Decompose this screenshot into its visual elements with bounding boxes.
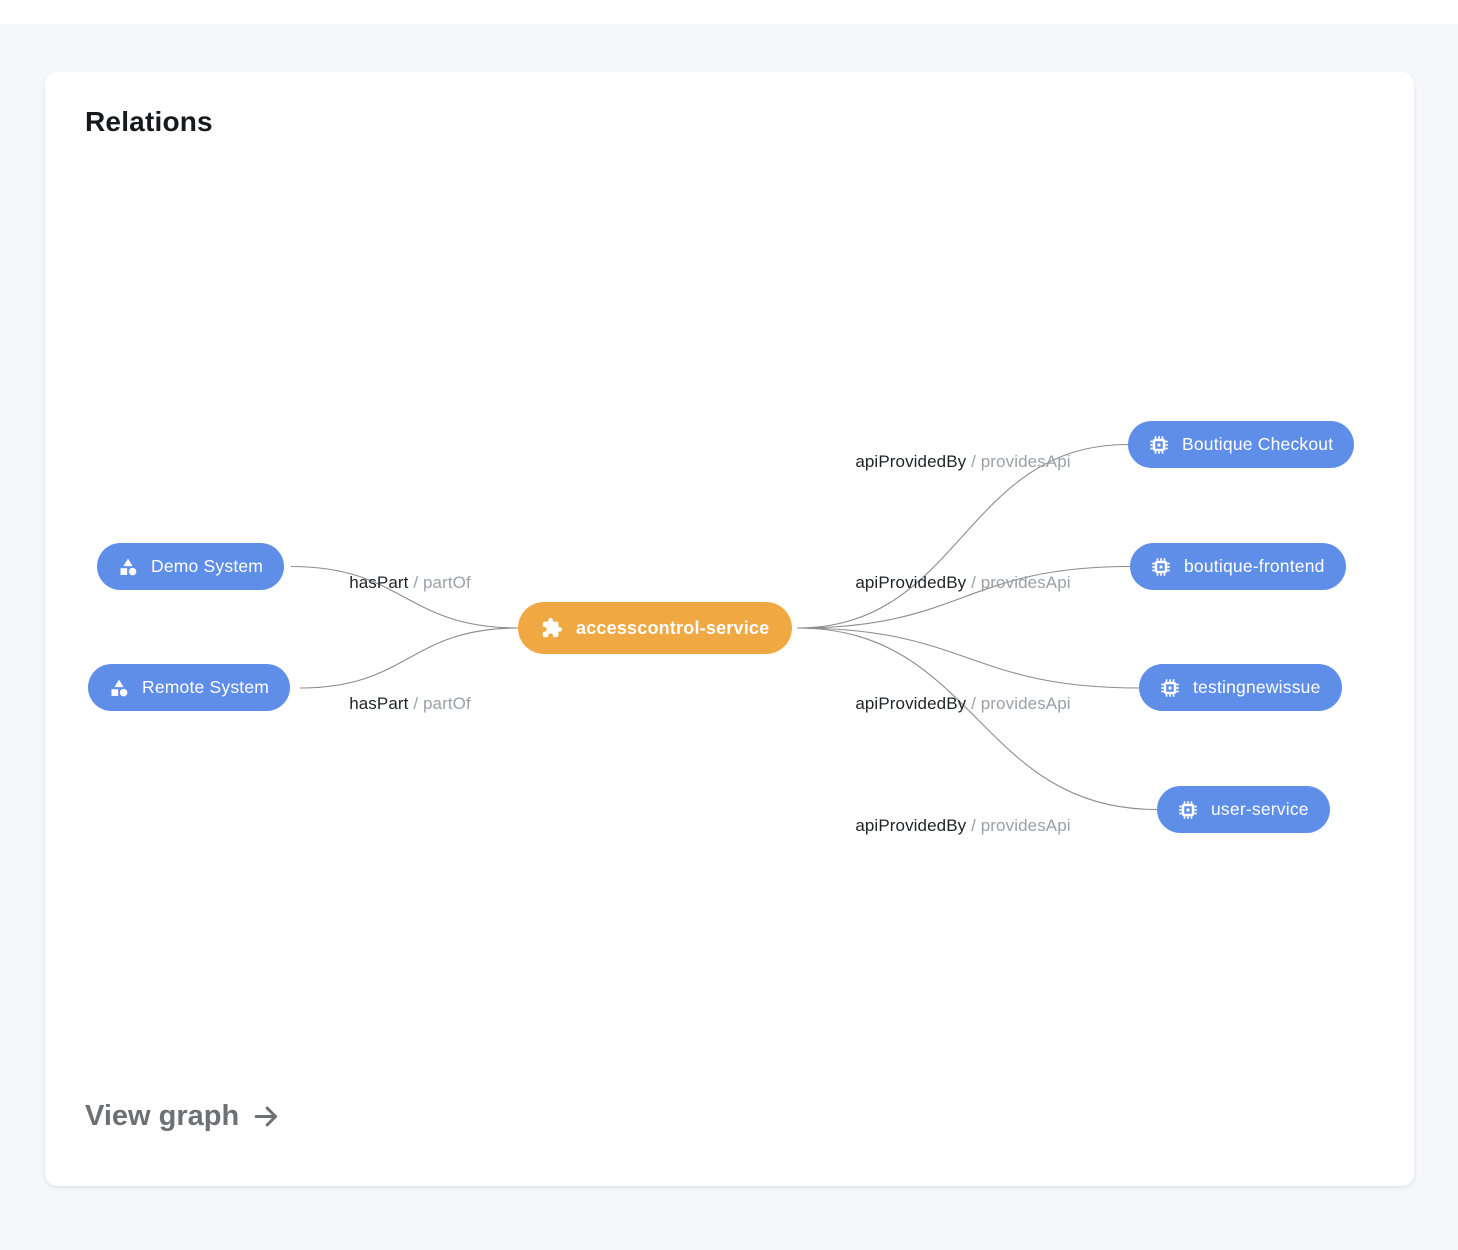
edge-line-boutique-frontend — [796, 565, 1131, 629]
node-label: testingnewissue — [1193, 677, 1321, 697]
node-label: boutique-frontend — [1184, 556, 1325, 576]
edge-label: apiProvidedBy / providesApi — [855, 452, 1070, 472]
edge-label: apiProvidedBy / providesApi — [855, 694, 1070, 714]
edge-label: hasPart / partOf — [349, 573, 471, 593]
node-testingnewissue[interactable]: testingnewissue — [1139, 664, 1342, 711]
edge-relation-separator: / — [413, 573, 419, 592]
edge-relation-separator: / — [971, 694, 976, 713]
top-strip — [0, 0, 1458, 24]
node-remote-system[interactable]: Remote System — [88, 664, 291, 711]
relations-graph: hasPart / partOf hasPart / partOf apiPro… — [45, 72, 1414, 1186]
node-boutique-checkout[interactable]: Boutique Checkout — [1128, 421, 1355, 468]
card-title: Relations — [85, 106, 213, 137]
api-chip-icon — [1178, 800, 1198, 820]
edge-relation-separator: / — [971, 573, 976, 592]
node-accesscontrol-service[interactable]: accesscontrol-service — [518, 602, 793, 654]
edge-relation-secondary: partOf — [422, 694, 471, 713]
node-label: Demo System — [151, 556, 264, 576]
api-chip-icon — [1160, 678, 1180, 698]
edge-line-demo-system — [290, 565, 519, 629]
edge-relation-separator: / — [971, 816, 976, 835]
edge-relation-primary: apiProvidedBy — [855, 573, 967, 592]
edge-relation-secondary: providesApi — [980, 452, 1071, 471]
edge-label: apiProvidedBy / providesApi — [855, 573, 1070, 593]
edge-line-remote-system — [299, 627, 519, 689]
edge-relation-secondary: providesApi — [980, 816, 1071, 835]
system-icon — [109, 678, 129, 698]
edge-relation-separator: / — [971, 452, 976, 471]
relations-card: Relations hasPart / partOf hasPart / par… — [45, 72, 1414, 1186]
edge-line-user-service — [796, 627, 1158, 811]
edge-relation-primary: apiProvidedBy — [855, 816, 967, 835]
view-graph-label: View graph — [85, 1100, 240, 1132]
node-label: Boutique Checkout — [1182, 434, 1334, 454]
edge-line-boutique-checkout — [796, 443, 1129, 629]
edge-lines — [290, 443, 1158, 811]
puzzle-icon — [541, 617, 563, 639]
edge-relation-separator: / — [413, 694, 419, 713]
node-label: Remote System — [142, 677, 270, 697]
edge-line-testingnewissue — [796, 627, 1140, 689]
node-demo-system[interactable]: Demo System — [97, 543, 285, 590]
view-graph-link[interactable]: View graph — [85, 1100, 282, 1133]
node-user-service[interactable]: user-service — [1157, 786, 1330, 833]
edge-relation-secondary: providesApi — [980, 694, 1071, 713]
system-icon — [118, 557, 138, 577]
edge-relation-primary: hasPart — [349, 573, 409, 592]
edge-relation-secondary: partOf — [422, 573, 471, 592]
edge-relation-primary: apiProvidedBy — [855, 694, 967, 713]
edge-label: hasPart / partOf — [349, 694, 471, 714]
edge-relation-primary: hasPart — [349, 694, 409, 713]
arrow-right-icon — [251, 1101, 282, 1132]
node-label: accesscontrol-service — [576, 617, 770, 638]
node-label: user-service — [1211, 799, 1309, 819]
edge-relation-primary: apiProvidedBy — [855, 452, 967, 471]
node-boutique-frontend[interactable]: boutique-frontend — [1130, 543, 1346, 590]
api-chip-icon — [1151, 557, 1171, 577]
edge-relation-secondary: providesApi — [980, 573, 1071, 592]
api-chip-icon — [1149, 435, 1169, 455]
edge-label: apiProvidedBy / providesApi — [855, 816, 1070, 836]
